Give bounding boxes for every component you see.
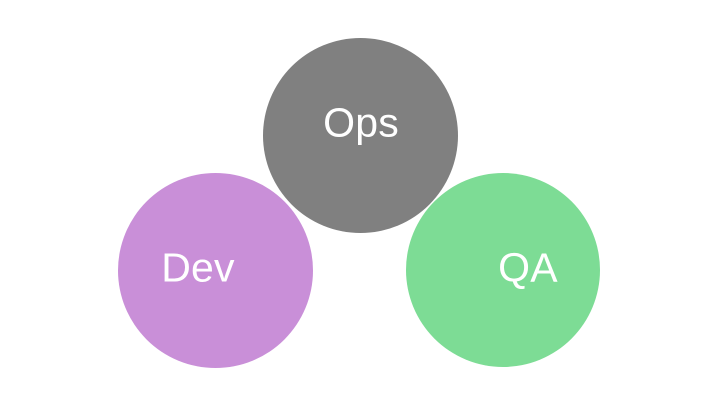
circle-label-qa: QA <box>498 244 558 291</box>
circle-node-qa[interactable] <box>406 173 600 367</box>
circle-node-dev[interactable] <box>117 172 313 368</box>
circle-node-ops[interactable] <box>262 37 458 233</box>
circle-label-ops: Ops <box>323 99 399 146</box>
circle-label-dev: Dev <box>161 244 235 291</box>
